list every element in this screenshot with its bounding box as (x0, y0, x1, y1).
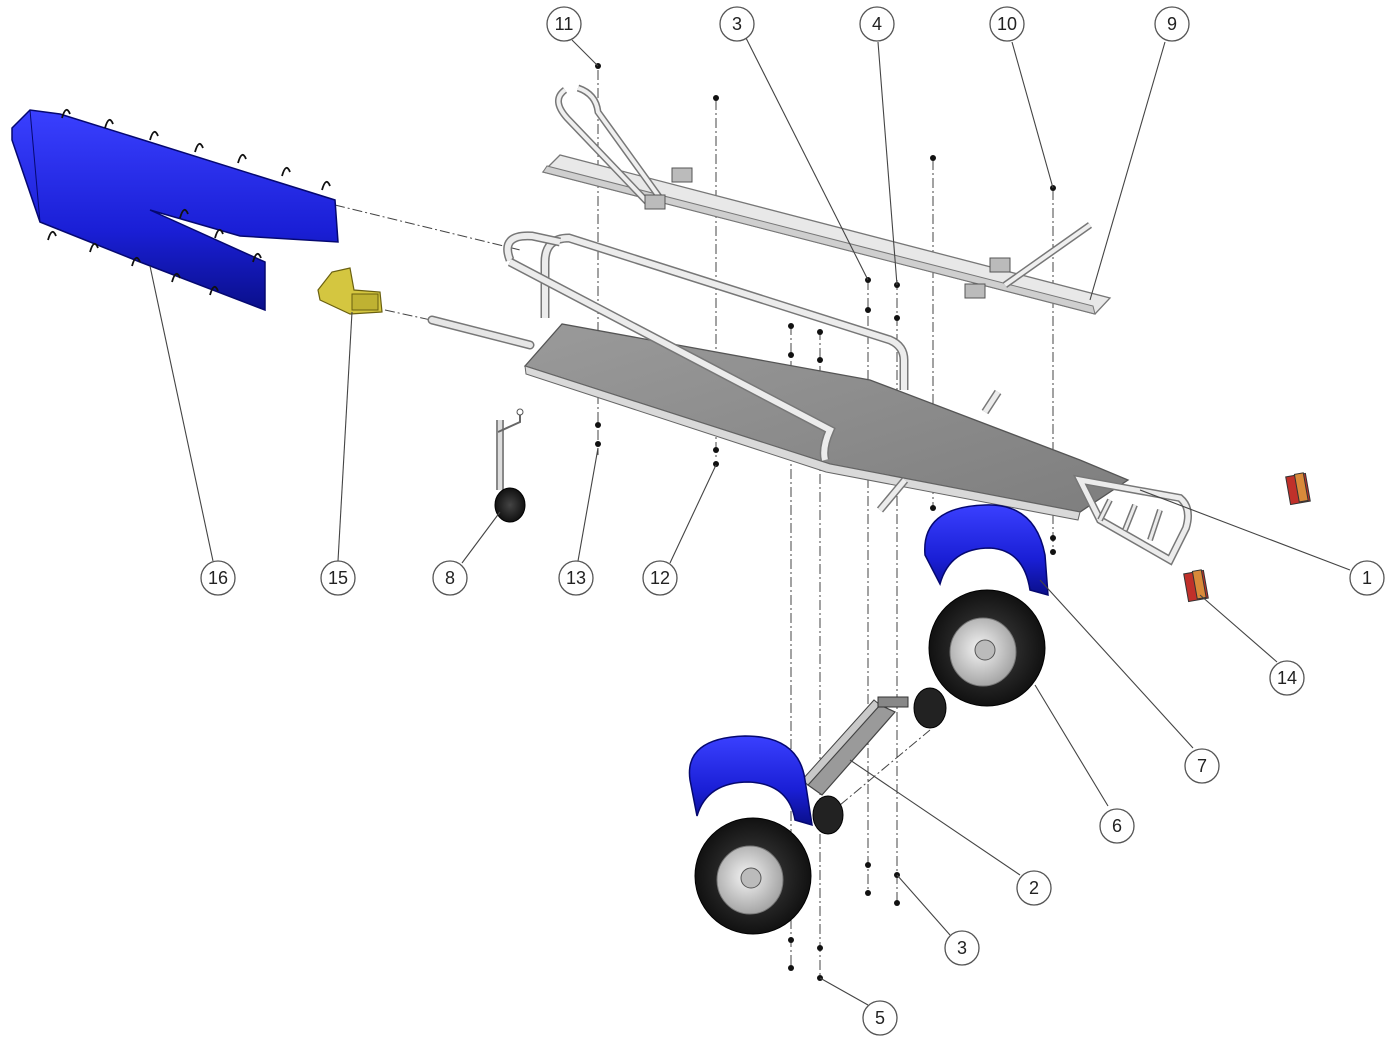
jockey-wheel-part (494, 408, 526, 523)
nose-cone-part (11, 108, 339, 312)
balloon-b15: 15 (320, 560, 356, 596)
balloon-label: 6 (1112, 816, 1122, 836)
balloon-label: 14 (1277, 668, 1297, 688)
balloon-circle (989, 6, 1025, 42)
balloon-circle (859, 6, 895, 42)
balloon-label: 9 (1167, 14, 1177, 34)
balloon-label: 8 (445, 568, 455, 588)
balloon-label: 10 (997, 14, 1017, 34)
balloon-circle (1154, 6, 1190, 42)
balloon-b13: 13 (558, 560, 594, 596)
balloon-label: 4 (872, 14, 882, 34)
balloon-circle (1349, 560, 1385, 596)
balloon-b10: 10 (989, 6, 1025, 42)
balloon-b11: 11 (546, 6, 582, 42)
balloon-label: 3 (957, 938, 967, 958)
balloon-label: 3 (732, 14, 742, 34)
balloon-b9: 9 (1154, 6, 1190, 42)
balloon-circle (558, 560, 594, 596)
wheel-upper-part (928, 589, 1046, 707)
fender-lower-part (688, 735, 813, 827)
balloon-label: 7 (1197, 756, 1207, 776)
balloon-circle (546, 6, 582, 42)
coupling-head-part (317, 267, 383, 315)
balloon-label: 1 (1362, 568, 1372, 588)
balloon-label: 13 (566, 568, 586, 588)
balloon-b14: 14 (1269, 660, 1305, 696)
balloon-circle (642, 560, 678, 596)
balloon-label: 16 (208, 568, 228, 588)
side-rail-part (541, 84, 1112, 315)
balloon-circle (200, 560, 236, 596)
balloon-circle (320, 560, 356, 596)
balloon-b7: 7 (1184, 748, 1220, 784)
balloon-circle (1099, 808, 1135, 844)
balloon-b12: 12 (642, 560, 678, 596)
balloon-circle (1184, 748, 1220, 784)
trailer-frame-part (427, 231, 1192, 566)
balloon-b3a: 3 (719, 6, 755, 42)
balloon-b2: 2 (1016, 870, 1052, 906)
balloon-circle (719, 6, 755, 42)
tail-light-parts (1183, 472, 1311, 603)
balloon-circle (1269, 660, 1305, 696)
leader-lines (149, 37, 1351, 1006)
balloon-circle (862, 1000, 898, 1036)
balloon-label: 12 (650, 568, 670, 588)
balloon-circle (432, 560, 468, 596)
balloon-b16: 16 (200, 560, 236, 596)
balloon-b4: 4 (859, 6, 895, 42)
balloon-circle (1016, 870, 1052, 906)
balloon-label: 11 (555, 14, 574, 34)
balloon-circle (944, 930, 980, 966)
balloon-label: 15 (328, 568, 348, 588)
wheel-lower-part (694, 817, 812, 935)
balloon-b1: 1 (1349, 560, 1385, 596)
fastener-group (595, 63, 1056, 981)
balloon-b3b: 3 (944, 930, 980, 966)
axle-part (801, 687, 947, 835)
balloon-b8: 8 (432, 560, 468, 596)
balloon-label: 2 (1029, 878, 1039, 898)
balloon-b6: 6 (1099, 808, 1135, 844)
fender-upper-part (924, 504, 1049, 597)
balloon-b5: 5 (862, 1000, 898, 1036)
balloon-label: 5 (875, 1008, 885, 1028)
